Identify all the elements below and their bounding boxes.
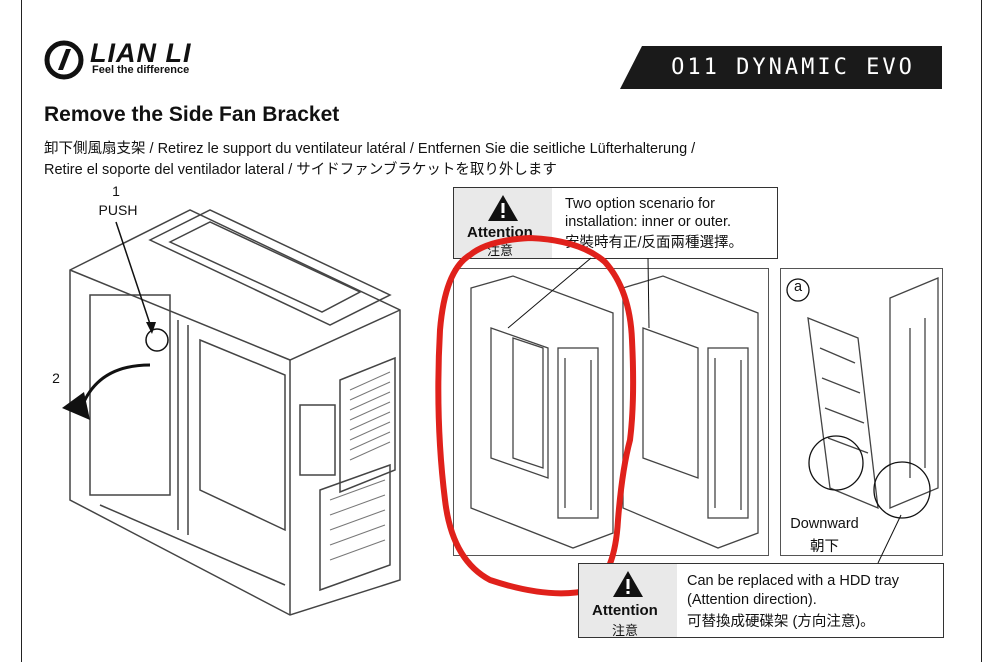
brand-tagline: Feel the difference [92,64,190,76]
option-illustrations [470,257,759,549]
warning-icon-bottom [613,571,643,597]
step-2-number: 2 [52,370,60,386]
attention-bottom-line-2: (Attention direction). [687,592,817,608]
attention-word-bottom: Attention [592,602,658,619]
brand-logo: LIAN LI Feel the difference [44,38,224,80]
detail-marker-label: a [793,279,803,295]
attention-bottom-line-3: 可替換成硬碟架 (方向注意)。 [687,614,875,630]
detail-illustration [786,277,939,519]
attention-top-line-3: 安裝時有正/反面兩種選擇。 [565,235,744,251]
step-1-label: PUSH [98,202,138,218]
lian-li-logo-icon [44,40,84,80]
attention-top-line-1: Two option scenario for [565,196,715,212]
downward-label: Downward [790,516,859,532]
attention-word-cn: 注意 [487,243,514,258]
option-panel [453,268,769,556]
model-band [620,46,942,89]
model-name: O11 DYNAMIC EVO [671,55,915,80]
page-frame [21,0,982,662]
marker-a-circle [786,278,810,302]
attention-box-bottom: Attention 注意 Can be replaced with a HDD … [578,563,944,638]
attention-word-cn-bottom: 注意 [612,623,639,638]
subtitle-line-1: 卸下側風扇支架 / Retirez le support du ventilat… [44,141,696,157]
subtitle-line-2: Retire el soporte del ventilador lateral… [44,162,557,178]
brand-name: LIAN LI [90,38,192,68]
step-1-number: 1 [112,183,120,199]
attention-bottom-line-1: Can be replaced with a HDD tray [687,573,899,589]
page-title: Remove the Side Fan Bracket [44,103,340,126]
detail-panel [780,268,943,556]
attention-box-top: Attention 注意 Two option scenario for ins… [453,187,778,259]
downward-label-cn: 朝下 [810,539,839,555]
warning-icon [488,195,518,221]
case-illustration [69,209,401,616]
attention-top-line-2: installation: inner or outer. [565,214,732,230]
